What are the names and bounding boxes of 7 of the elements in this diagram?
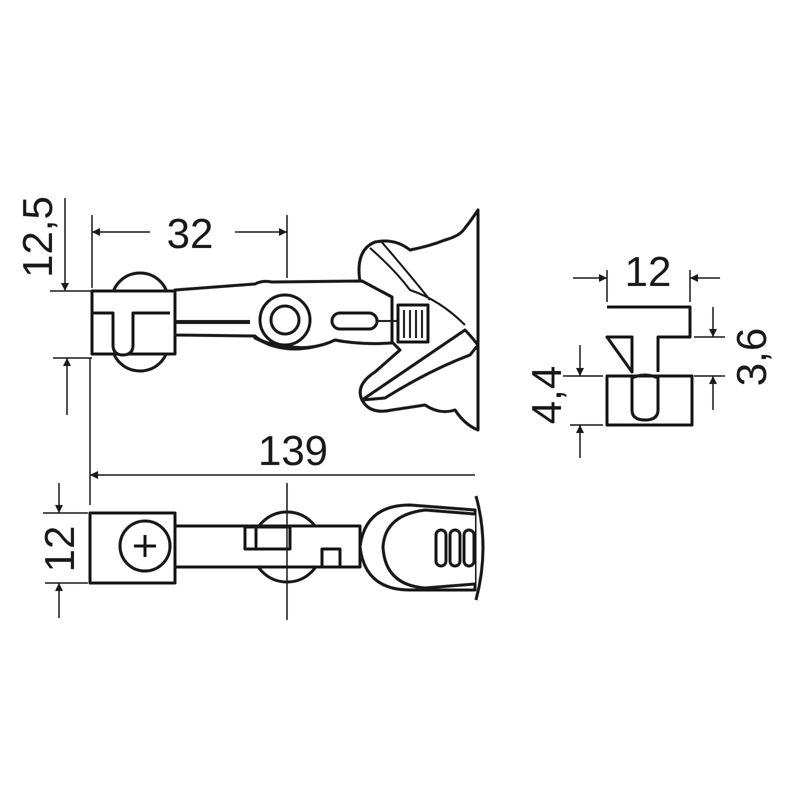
dimension-label: 12: [624, 251, 672, 293]
dimension-label: 4,4: [526, 366, 568, 424]
dimension-label: 12,5: [17, 196, 59, 278]
dimension-label: 12: [39, 526, 81, 572]
dimension-label: 3,6: [731, 328, 773, 386]
dimension-label: 139: [258, 430, 328, 472]
dimension-label: 32: [166, 213, 214, 255]
